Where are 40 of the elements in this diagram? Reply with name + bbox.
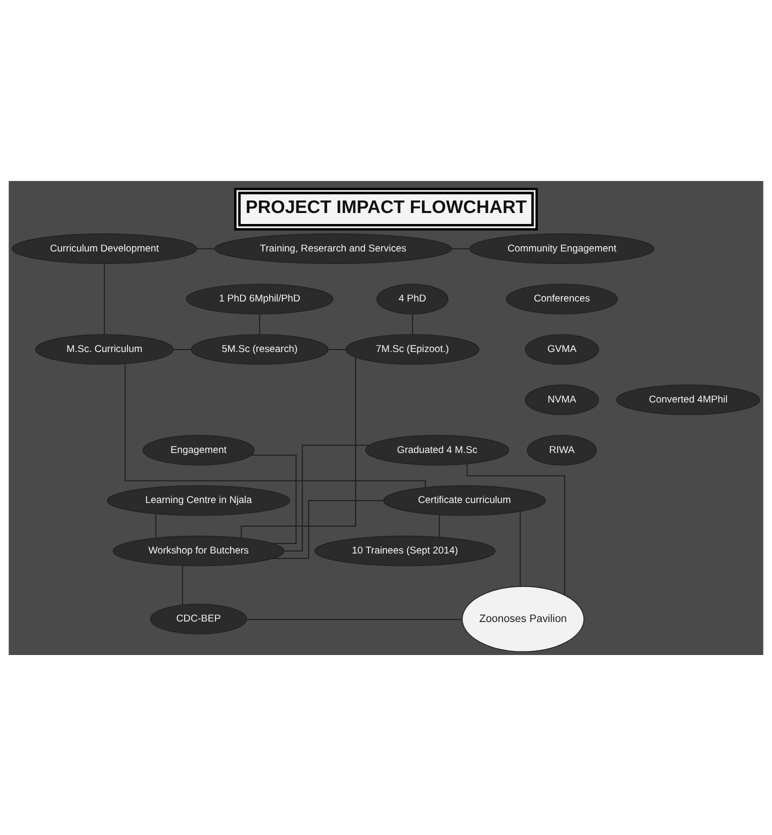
diagram-title: PROJECT IMPACT FLOWCHART xyxy=(246,196,527,216)
connector xyxy=(196,248,216,249)
node-ellipse: Curriculum Development xyxy=(12,232,198,264)
node-ellipse: Converted 4MPhil xyxy=(616,384,760,415)
node-ellipse: M.Sc. Curriculum xyxy=(35,334,174,364)
node-ellipse: Training, Reserarch and Services xyxy=(214,232,452,264)
node-ellipse: Conferences xyxy=(506,283,618,314)
node-ellipse: NVMA xyxy=(524,384,600,415)
connector xyxy=(412,313,413,334)
node-ellipse: Community Engagement xyxy=(469,232,655,264)
node-ellipse: 10 Trainees (Sept 2014) xyxy=(314,535,496,566)
connector xyxy=(438,514,440,538)
node-ellipse: Learning Centre in Njala xyxy=(106,484,290,516)
connector xyxy=(466,462,566,596)
node-ellipse: 1 PhD 6Mphil/PhD xyxy=(186,283,334,314)
node-ellipse: 5M.Sc (research) xyxy=(190,334,329,364)
node-ellipse: Zoonoses Pavilion xyxy=(462,586,584,652)
connector xyxy=(246,618,463,620)
connector xyxy=(250,454,297,544)
connector xyxy=(284,444,370,551)
node-ellipse: Workshop for Butchers xyxy=(112,535,284,566)
node-ellipse: Graduated 4 M.Sc xyxy=(365,434,510,465)
connector xyxy=(182,564,183,606)
node-ellipse: RIWA xyxy=(526,434,597,465)
connector xyxy=(272,500,384,558)
connector xyxy=(155,512,156,538)
node-ellipse: 4 PhD xyxy=(376,283,448,314)
node-ellipse: GVMA xyxy=(524,334,600,364)
connector xyxy=(328,348,346,350)
connector xyxy=(172,348,192,350)
node-ellipse: 7M.Sc (Epizoot.) xyxy=(345,334,480,364)
node-ellipse: Certificate curriculum xyxy=(383,484,546,516)
connector xyxy=(240,356,356,538)
connector xyxy=(104,262,105,335)
node-ellipse: Engagement xyxy=(142,434,255,465)
node-ellipse: CDC-BEP xyxy=(150,603,248,634)
connector xyxy=(259,313,260,334)
connector xyxy=(124,362,426,488)
connector xyxy=(520,510,521,586)
connector xyxy=(451,248,470,249)
